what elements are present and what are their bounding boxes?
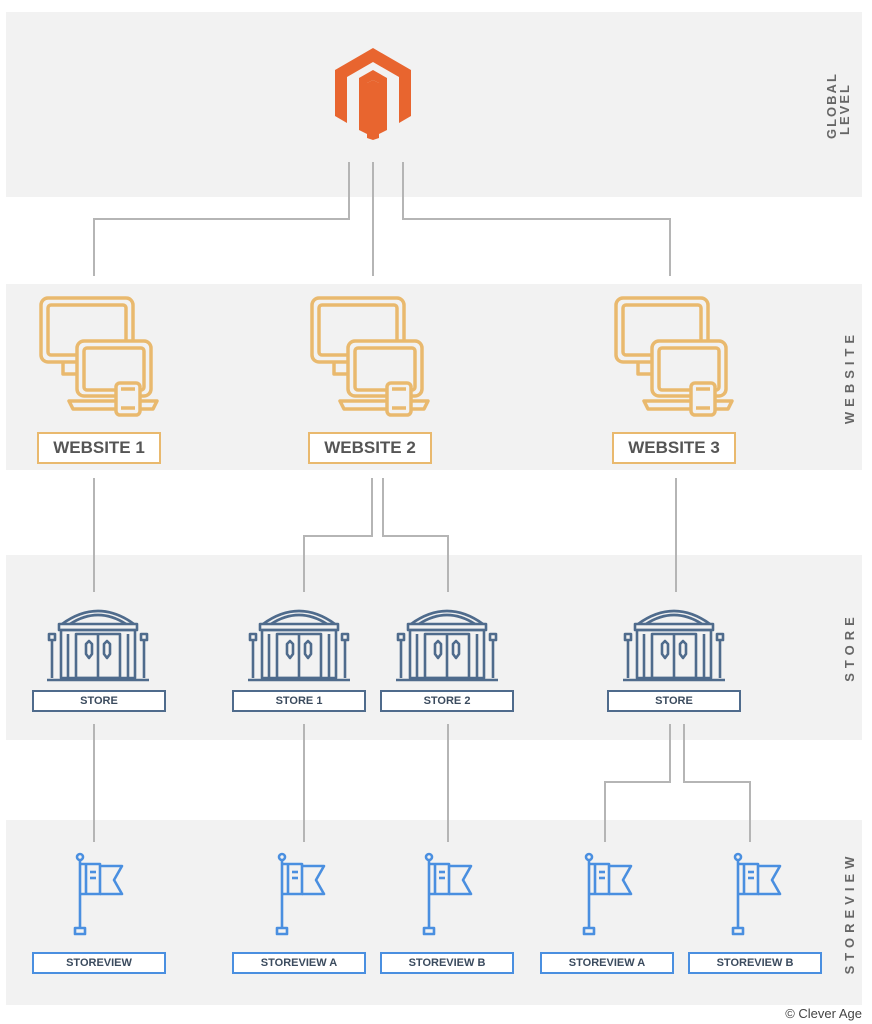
connector-global-website-1 <box>93 162 350 276</box>
copyright-credit: © Clever Age <box>785 1006 862 1021</box>
connector-website-2-store-1 <box>303 478 373 592</box>
global-level-band <box>6 12 862 197</box>
global-level-label: GLOBAL LEVEL <box>824 72 855 139</box>
storeview-level-label: STOREVIEW <box>842 851 857 975</box>
devices-icon <box>39 296 159 417</box>
website-3-box: WEBSITE 3 <box>612 432 736 464</box>
storefront-icon <box>47 609 149 682</box>
flag-icon <box>275 852 326 936</box>
flag-icon <box>582 852 633 936</box>
store-box: STORE <box>607 690 741 712</box>
storeview-box: STOREVIEW <box>32 952 166 974</box>
store-2-box: STORE 2 <box>380 690 514 712</box>
flag-icon <box>422 852 473 936</box>
connector-store-storeview-a <box>604 724 671 842</box>
storeview-level-band <box>6 820 862 1005</box>
storeview-a-box: STOREVIEW A <box>232 952 366 974</box>
storeview-a-box: STOREVIEW A <box>540 952 674 974</box>
flag-icon <box>73 852 124 936</box>
devices-icon <box>310 296 430 417</box>
connector-website-2-store-2 <box>382 478 449 592</box>
website-2-box: WEBSITE 2 <box>308 432 432 464</box>
website-1-box: WEBSITE 1 <box>37 432 161 464</box>
global-level-label-line-2: LEVEL <box>837 83 852 135</box>
devices-icon <box>614 296 734 417</box>
storefront-icon <box>623 609 725 682</box>
flag-icon <box>731 852 782 936</box>
magento-logo-icon <box>335 48 411 140</box>
storefront-icon <box>396 609 498 682</box>
storeview-b-box: STOREVIEW B <box>380 952 514 974</box>
store-box: STORE <box>32 690 166 712</box>
store-1-box: STORE 1 <box>232 690 366 712</box>
connector-global-website-3 <box>402 162 671 276</box>
storefront-icon <box>248 609 350 682</box>
storeview-b-box: STOREVIEW B <box>688 952 822 974</box>
connector-store-storeview-b <box>683 724 751 842</box>
store-level-label: STORE <box>842 612 857 682</box>
website-level-label: WEBSITE <box>842 329 857 425</box>
